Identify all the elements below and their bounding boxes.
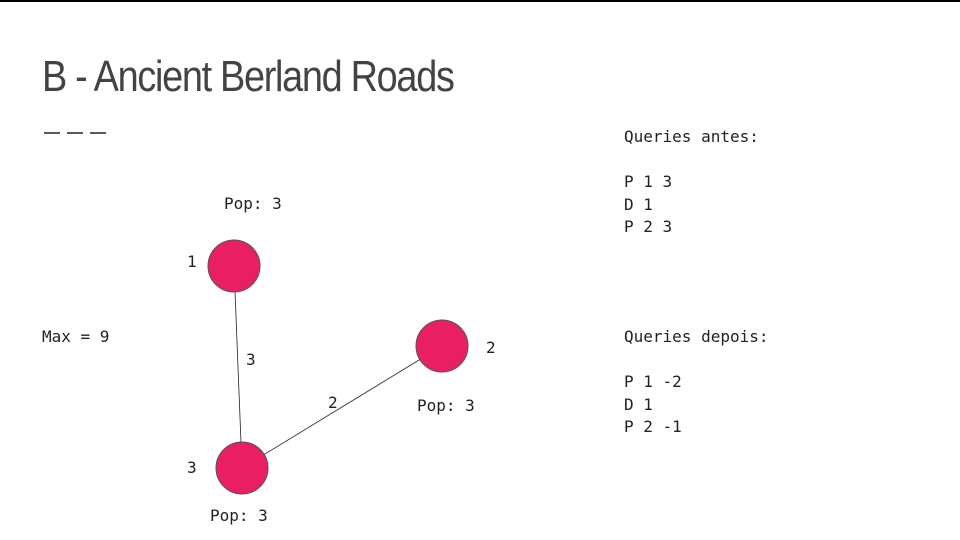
- node-pop-label: Pop: 3: [417, 396, 475, 415]
- node-circle: [207, 239, 261, 293]
- node-pop-label: Pop: 3: [210, 506, 268, 525]
- node-id-label: 2: [486, 338, 496, 357]
- queries-after-line: P 1 -2: [624, 372, 682, 391]
- edge-2-3: [241, 345, 443, 469]
- node-circle: [415, 319, 469, 373]
- queries-after-line: P 2 -1: [624, 417, 682, 436]
- queries-before-line: D 1: [624, 194, 653, 214]
- edge-weight-label: 3: [246, 350, 256, 369]
- edge-weight-label: 2: [328, 393, 338, 412]
- queries-before-line: P 2 3: [624, 217, 673, 236]
- graph-node-3: 3 Pop: 3: [187, 441, 269, 525]
- node-circle: [215, 441, 269, 495]
- graph-node-2: 2 Pop: 3: [415, 319, 496, 415]
- node-id-label: 3: [187, 458, 197, 477]
- top-border-line: [0, 0, 960, 2]
- edge-1-3: [233, 265, 243, 469]
- queries-after-heading: Queries depois:: [624, 327, 769, 346]
- title-accent-dashes: [44, 132, 106, 134]
- graph-node-1: 1 Pop: 3: [187, 194, 282, 293]
- max-value-label: Max = 9: [42, 327, 110, 346]
- slide-title: B - Ancient Berland Roads: [42, 52, 455, 101]
- queries-after-line: D 1: [624, 394, 653, 414]
- node-pop-label: Pop: 3: [224, 194, 282, 213]
- node-id-label: 1: [187, 252, 197, 271]
- queries-before-line: P 1 3: [624, 172, 673, 191]
- queries-before-heading: Queries antes:: [624, 127, 759, 146]
